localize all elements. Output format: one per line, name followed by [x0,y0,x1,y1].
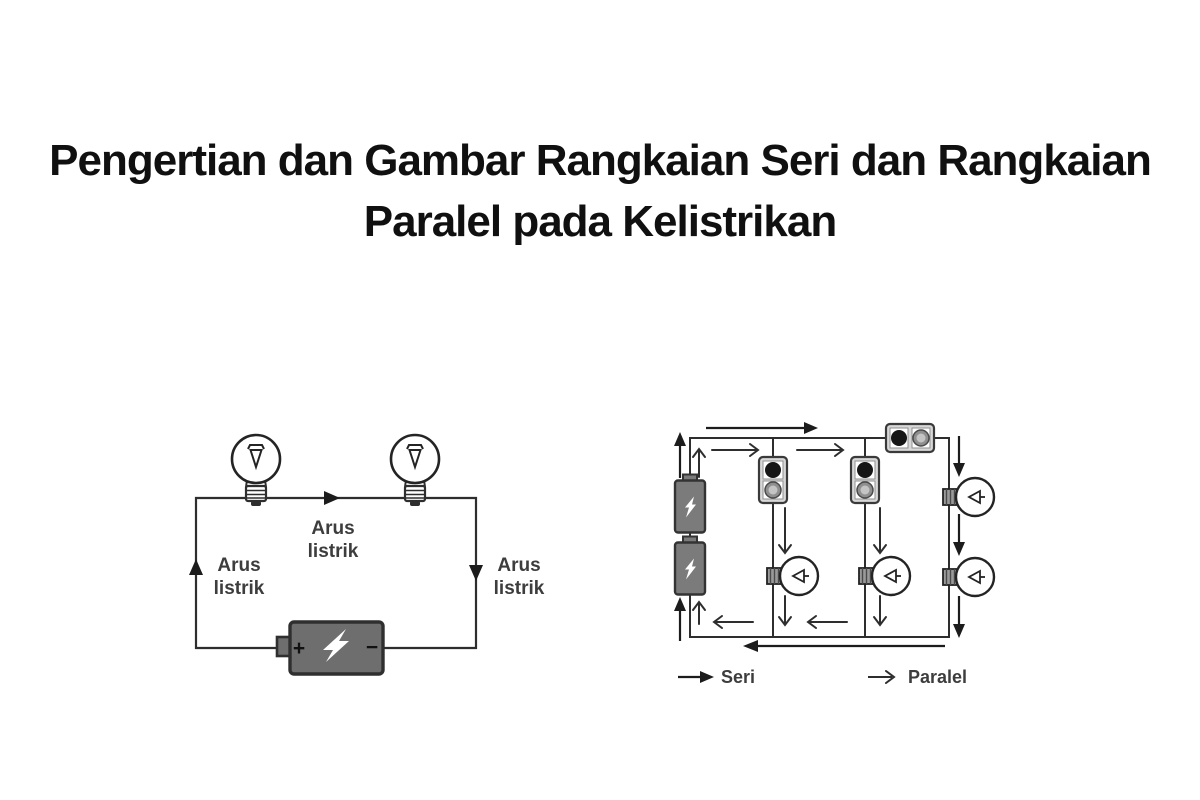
paralel-arrow [712,615,754,629]
current-arrow-down-icon [469,565,483,581]
seri-legend-label: Seri [721,667,755,687]
label-listrik-right: listrik [494,578,545,599]
seri-legend-arrow [678,671,714,683]
paralel-arrow [711,443,760,457]
page-title-line2: Paralel pada Kelistrikan [363,197,837,246]
seri-arrow [706,422,818,434]
seri-arrow [953,436,965,477]
paralel-arrow [873,595,887,627]
battery-plus-label: + [293,637,305,660]
paralel-arrow [778,595,792,627]
battery-icon: + − [275,620,385,676]
lightning-bolt-icon [323,629,349,662]
label-arus-left: Arus [217,555,260,576]
seri-arrow [953,514,965,556]
current-labels: Arus listrik Arus listrik Arus listrik [214,518,545,599]
bulb-icon [941,476,996,518]
page-title-line1: Pengertian dan Gambar Rangkaian Seri dan… [49,136,1152,185]
paralel-arrows [692,443,887,629]
page-title: Pengertian dan Gambar Rangkaian Seri dan… [0,130,1200,252]
seri-arrow [674,432,686,478]
label-listrik-top: listrik [308,541,359,562]
paralel-legend-label: Paralel [908,667,967,687]
seri-arrow [743,640,945,652]
paralel-arrow [806,615,848,629]
label-arus-top: Arus [311,518,354,539]
bulb-icon [941,556,996,598]
current-arrow-up-icon [189,559,203,575]
battery-icon [673,535,707,596]
switch-icon [849,455,881,505]
series-circuit-wire [194,496,478,650]
battery-minus-label: − [366,636,378,659]
legend: Seri Paralel [678,667,967,687]
switch-icon [884,422,936,454]
series-circuit-diagram: + − Arus listrik Arus listrik Arus listr… [189,433,545,676]
label-listrik-left: listrik [214,578,265,599]
seri-arrows [674,422,965,652]
parallel-circuit-wire [689,437,950,638]
seri-arrow [674,597,686,641]
paralel-arrow [692,600,706,625]
switch-icon [757,455,789,505]
paralel-arrow [873,507,887,555]
label-arus-right: Arus [497,555,540,576]
paralel-arrow [778,507,792,555]
paralel-legend-arrow [868,670,896,684]
bulb-icon [230,433,282,508]
current-arrow-right-icon [324,491,340,505]
bulb-icon [765,555,820,597]
seri-arrow [953,596,965,638]
bulb-icon [389,433,441,508]
bulb-icon [857,555,912,597]
paralel-arrow [796,443,845,457]
series-parallel-circuit-diagram: Seri Paralel [673,422,996,687]
paralel-arrow [692,447,706,478]
battery-icon [673,473,707,534]
